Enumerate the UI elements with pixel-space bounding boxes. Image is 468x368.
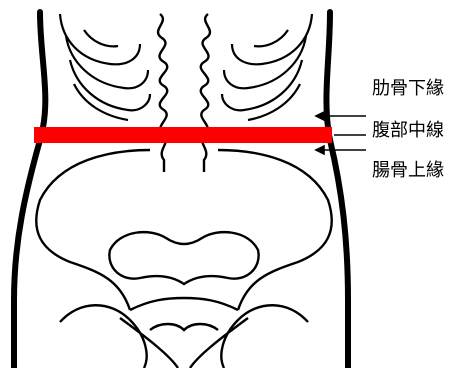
iliac-upper-edge-label: 腸骨上緣 [372,160,444,182]
abdomen-midline-label: 腹部中線 [372,120,444,142]
rib-lower-edge-label: 肋骨下緣 [372,78,444,100]
abdomen-midline-bar [34,127,332,143]
